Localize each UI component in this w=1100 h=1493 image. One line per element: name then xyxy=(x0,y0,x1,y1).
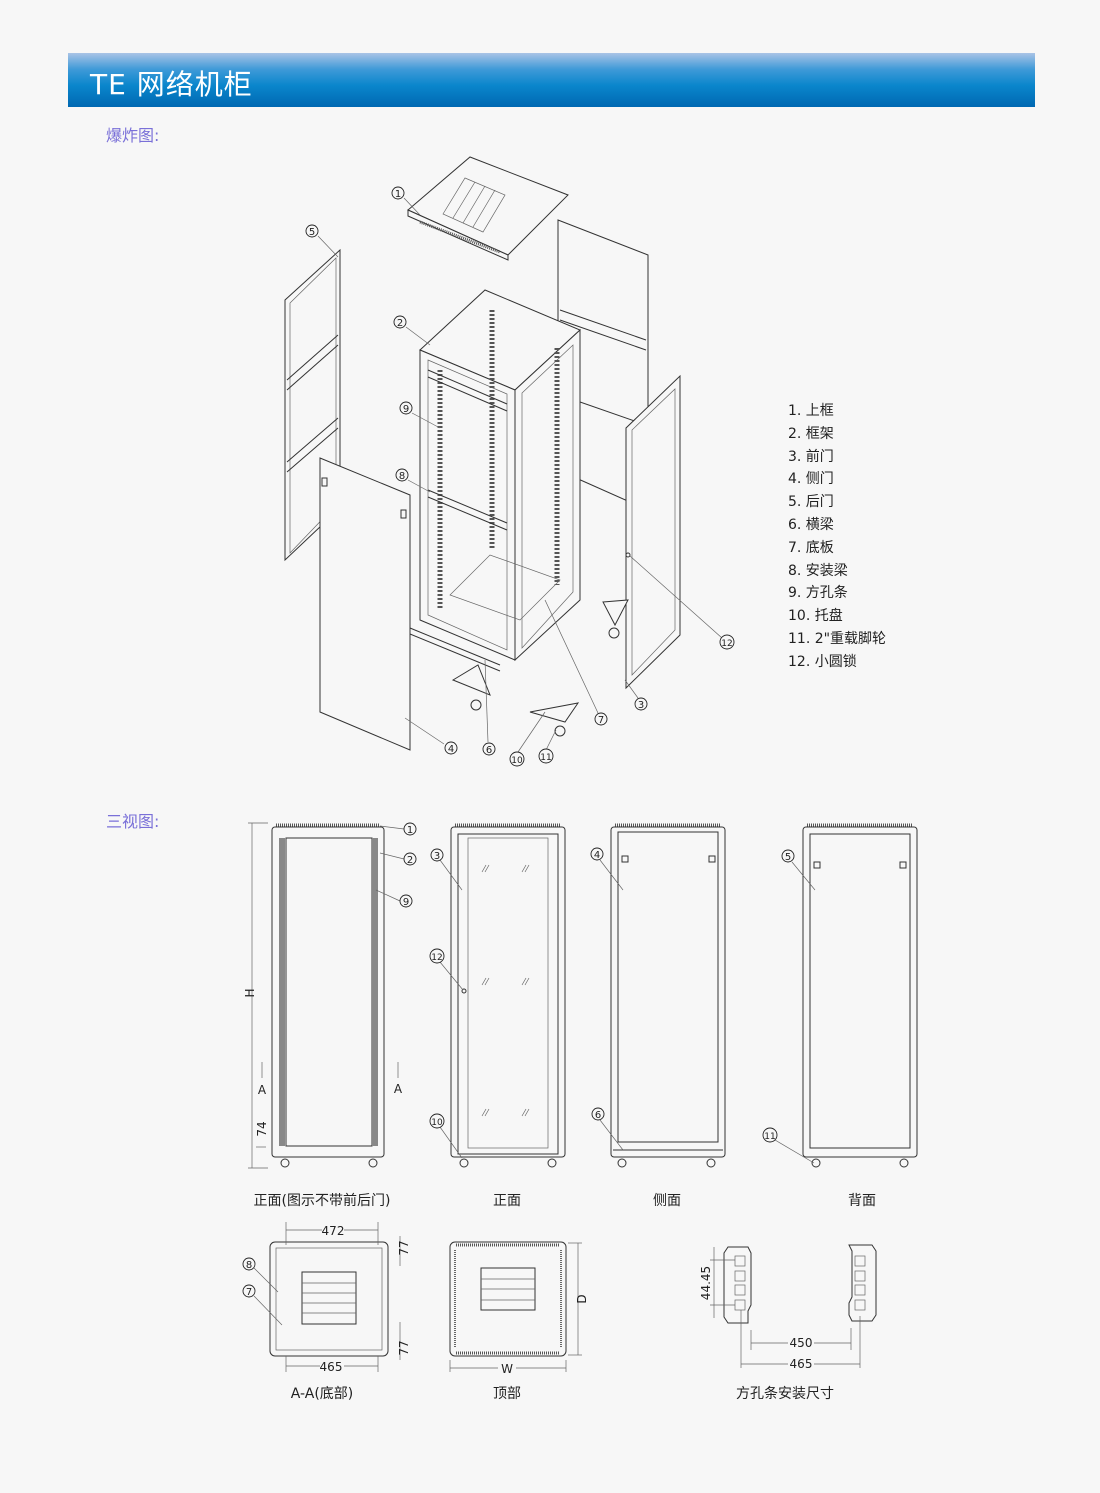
section-label-three-view: 三视图: xyxy=(106,812,160,831)
caption-front: 正面 xyxy=(493,1193,521,1209)
parts-legend: 1. 上框 2. 框架 3. 前门 4. 侧门 5. 后门 6. 横梁 7. 底… xyxy=(788,400,886,674)
legend-item: 3. 前门 xyxy=(788,448,834,465)
page-title: TE 网络机柜 xyxy=(90,68,253,101)
caption-section-aa: A-A(底部) xyxy=(290,1386,354,1402)
leader-lines xyxy=(317,197,723,753)
section-label-exploded: 爆炸图: xyxy=(106,126,160,145)
callout-1: 1 xyxy=(391,186,405,200)
legend-item: 11. 2"重载脚轮 xyxy=(788,630,887,647)
dim-74: 74 xyxy=(255,1121,269,1136)
callout-2: 2 xyxy=(403,852,417,866)
svg-text:1: 1 xyxy=(407,825,413,836)
callout-6: 6 xyxy=(482,742,496,756)
svg-text:3: 3 xyxy=(434,851,440,862)
callout-3: 3 xyxy=(634,697,648,711)
callout-5: 5 xyxy=(781,849,795,863)
callout-4: 4 xyxy=(590,847,604,861)
dim-450: 450 xyxy=(790,1336,813,1350)
top-frame-part xyxy=(407,156,569,261)
exploded-callouts: 1 5 2 9 8 4 6 7 3 12 10 11 xyxy=(305,186,735,767)
svg-text:9: 9 xyxy=(403,897,409,908)
view-section-aa xyxy=(253,1222,401,1372)
front-door-part xyxy=(625,374,681,690)
legend-item: 8. 安装梁 xyxy=(788,562,848,579)
svg-text:5: 5 xyxy=(309,227,315,238)
callout-7: 7 xyxy=(594,712,608,726)
cabinet-frame-part xyxy=(409,289,581,672)
legend-item: 9. 方孔条 xyxy=(788,585,848,602)
title-banner: TE 网络机柜 xyxy=(68,53,1035,107)
callout-12: 12 xyxy=(719,634,735,650)
callout-10: 10 xyxy=(429,1113,445,1129)
dim-D: D xyxy=(575,1294,589,1303)
svg-text:11: 11 xyxy=(540,753,551,763)
legend-item: 10. 托盘 xyxy=(788,608,843,625)
side-door-part xyxy=(319,457,411,751)
svg-text:2: 2 xyxy=(397,318,403,329)
dim-77-top: 77 xyxy=(397,1240,411,1255)
svg-text:6: 6 xyxy=(595,1110,601,1121)
callout-5: 5 xyxy=(305,224,319,238)
svg-text:4: 4 xyxy=(594,850,600,861)
svg-text:1: 1 xyxy=(395,189,401,200)
caption-top: 顶部 xyxy=(493,1386,521,1402)
caption-back: 背面 xyxy=(848,1193,876,1209)
svg-text:7: 7 xyxy=(246,1287,252,1298)
view-front-no-door xyxy=(248,822,399,1169)
svg-text:4: 4 xyxy=(448,744,454,755)
callout-8: 8 xyxy=(242,1257,256,1271)
tray-and-caster-parts xyxy=(451,599,629,737)
legend-item: 12. 小圆锁 xyxy=(788,653,857,670)
callout-3: 3 xyxy=(430,848,444,862)
callout-9: 9 xyxy=(399,401,413,415)
svg-text:7: 7 xyxy=(598,715,604,726)
view-front xyxy=(450,823,566,1168)
caption-rail: 方孔条安装尺寸 xyxy=(736,1386,834,1402)
callout-9: 9 xyxy=(399,894,413,908)
view-back xyxy=(802,823,918,1168)
callout-11: 11 xyxy=(762,1127,778,1143)
svg-text:10: 10 xyxy=(511,756,523,766)
legend-item: 1. 上框 xyxy=(788,403,834,419)
dim-A-right: A xyxy=(394,1082,403,1096)
callout-11: 11 xyxy=(538,748,554,764)
view-side xyxy=(610,823,726,1168)
svg-text:2: 2 xyxy=(407,855,413,866)
dim-44-45: 44.45 xyxy=(699,1266,713,1300)
svg-text:8: 8 xyxy=(246,1260,252,1271)
view-rail-dimensions xyxy=(710,1244,877,1368)
legend-item: 7. 底板 xyxy=(788,539,834,556)
callout-10: 10 xyxy=(509,751,525,767)
svg-text:6: 6 xyxy=(486,745,492,756)
callout-4: 4 xyxy=(444,741,458,755)
svg-text:10: 10 xyxy=(431,1118,443,1128)
caption-side: 侧面 xyxy=(653,1193,681,1209)
view-top xyxy=(449,1241,582,1372)
dim-A-left: A xyxy=(258,1083,267,1097)
dim-465: 465 xyxy=(320,1360,343,1374)
callout-2: 2 xyxy=(393,315,407,329)
caption-front-no-door: 正面(图示不带前后门) xyxy=(253,1193,391,1209)
svg-text:3: 3 xyxy=(638,700,644,711)
callout-7: 7 xyxy=(242,1284,256,1298)
callout-8: 8 xyxy=(395,468,409,482)
dim-77-bottom: 77 xyxy=(397,1340,411,1355)
svg-text:9: 9 xyxy=(403,404,409,415)
dim-W: W xyxy=(501,1362,513,1376)
legend-item: 4. 侧门 xyxy=(788,471,834,488)
svg-text:12: 12 xyxy=(431,953,442,963)
callout-12: 12 xyxy=(429,948,445,964)
callout-6: 6 xyxy=(591,1107,605,1121)
legend-item: 5. 后门 xyxy=(788,494,834,511)
svg-text:8: 8 xyxy=(399,471,405,482)
svg-text:5: 5 xyxy=(785,852,791,863)
dim-465-rail: 465 xyxy=(790,1357,813,1371)
legend-item: 2. 框架 xyxy=(788,425,834,442)
dim-472: 472 xyxy=(322,1224,345,1238)
svg-text:12: 12 xyxy=(721,639,732,649)
legend-item: 6. 横梁 xyxy=(788,516,834,533)
svg-text:11: 11 xyxy=(764,1132,775,1142)
callout-1: 1 xyxy=(403,822,417,836)
dim-H: H xyxy=(243,988,257,997)
